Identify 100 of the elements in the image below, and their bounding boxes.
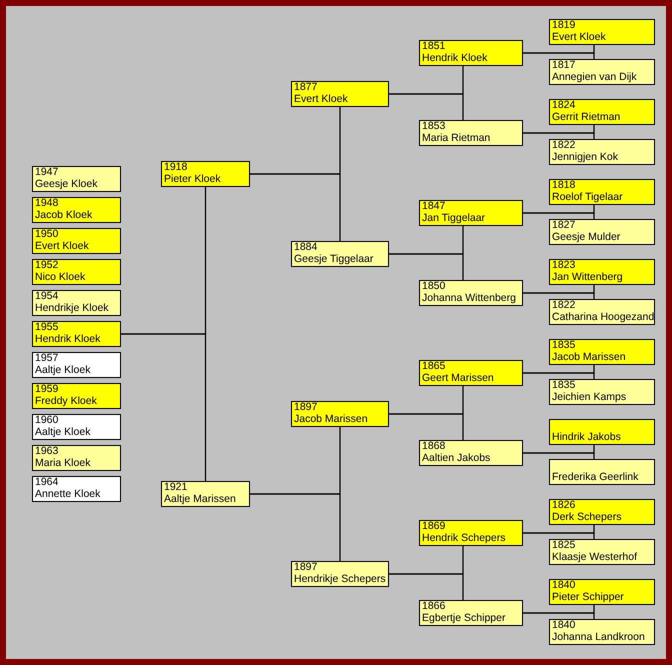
person-box xyxy=(549,139,655,165)
person-name: Geesje Mulder xyxy=(552,232,622,243)
person-box xyxy=(32,383,121,409)
person-name: Jacob Marissen xyxy=(294,414,369,425)
birth-year: 1840 xyxy=(552,580,576,592)
birth-year: 1853 xyxy=(422,121,446,132)
person-box xyxy=(32,321,121,347)
person-name: Roelof Tigelaar xyxy=(552,192,624,203)
birth-year: 1957 xyxy=(35,353,60,364)
person-box xyxy=(549,579,655,605)
birth-year: 1964 xyxy=(35,477,60,488)
person-name: Catharina Hoogezand xyxy=(552,312,652,323)
birth-year: 1952 xyxy=(35,260,60,272)
person-box xyxy=(549,59,655,85)
person-name: Hendrik Kloek xyxy=(422,52,488,64)
birth-year: 1865 xyxy=(422,361,446,372)
person-box xyxy=(32,445,121,471)
birth-year: 1818 xyxy=(552,180,576,192)
person-name: Hendrik Kloek xyxy=(35,334,102,345)
person-name: Jacob Kloek xyxy=(35,210,94,221)
person-name: Hendrikje Schepers xyxy=(294,574,386,585)
person-name: Annette Kloek xyxy=(35,488,102,500)
person-name: Derk Schepers xyxy=(552,512,622,523)
family-line xyxy=(389,413,464,440)
person-box xyxy=(291,241,389,267)
family-line xyxy=(389,93,464,120)
person-name: Jan Wittenberg xyxy=(552,272,624,283)
person-box xyxy=(32,228,121,254)
family-line xyxy=(523,132,595,139)
person-box xyxy=(549,299,655,325)
birth-year: 1877 xyxy=(294,82,318,94)
birth-year: 1827 xyxy=(552,220,576,232)
person-box xyxy=(419,600,523,626)
person-name: Evert Kloek xyxy=(552,32,607,43)
person-box xyxy=(32,259,121,285)
birth-year: 1897 xyxy=(294,562,318,574)
person-name: Johanna Wittenberg xyxy=(422,292,517,304)
person-name: Pieter Schipper xyxy=(552,592,625,603)
family-line xyxy=(523,212,595,219)
birth-year: 1847 xyxy=(422,201,446,212)
family-line xyxy=(523,292,595,299)
family-line xyxy=(523,612,595,619)
person-name: Evert Kloek xyxy=(35,240,90,252)
person-name: Maria Kloek xyxy=(35,458,92,469)
person-box xyxy=(161,481,250,507)
person-name: Aaltje Kloek xyxy=(35,364,92,376)
person-name: Geesje Tiggelaar xyxy=(294,254,374,265)
birth-year: 1840 xyxy=(552,620,576,632)
person-name: Jan Tiggelaar xyxy=(422,212,486,224)
person-box xyxy=(549,499,655,525)
person-box xyxy=(549,179,655,205)
birth-year: 1948 xyxy=(35,198,60,210)
family-line xyxy=(523,372,595,379)
person-box xyxy=(32,414,121,440)
person-box xyxy=(549,259,655,285)
family-line xyxy=(250,173,341,241)
birth-year: 1921 xyxy=(164,482,188,494)
person-name: Hindrik Jakobs xyxy=(552,432,622,443)
family-line xyxy=(523,452,595,459)
birth-year: 1954 xyxy=(35,291,60,302)
person-name: Jeichien Kamps xyxy=(552,392,628,403)
person-box xyxy=(419,200,523,226)
birth-year: 1851 xyxy=(422,41,446,52)
birth-year: 1950 xyxy=(35,229,60,240)
person-box xyxy=(549,99,655,125)
person-box xyxy=(161,161,250,187)
person-name: Hendrik Schepers xyxy=(422,532,506,544)
birth-year: 1817 xyxy=(552,60,576,72)
person-box xyxy=(32,290,121,316)
person-name: Geert Marissen xyxy=(422,372,495,384)
person-name: Frederika Geerlink xyxy=(552,472,640,483)
birth-year: 1835 xyxy=(552,340,576,352)
person-name: Egbertje Schipper xyxy=(422,612,506,624)
family-line xyxy=(523,52,595,59)
person-name: Evert Kloek xyxy=(294,94,349,105)
birth-year: 1959 xyxy=(35,384,60,396)
person-box xyxy=(419,280,523,306)
person-name: Klaasje Westerhof xyxy=(552,552,638,563)
birth-year: 1960 xyxy=(35,415,60,426)
family-line xyxy=(389,253,464,280)
person-name: Annegien van Dijk xyxy=(552,72,638,83)
family-line xyxy=(523,532,595,539)
person-box xyxy=(291,81,389,107)
person-box xyxy=(549,539,655,565)
person-name: Aaltien Jakobs xyxy=(422,452,492,464)
person-name: Aaltje Kloek xyxy=(35,426,92,438)
person-box xyxy=(32,197,121,223)
birth-year: 1826 xyxy=(552,500,576,512)
person-box xyxy=(549,459,655,485)
person-box xyxy=(419,360,523,386)
birth-year: 1918 xyxy=(164,162,188,174)
person-name: Freddy Kloek xyxy=(35,396,98,407)
birth-year: 1897 xyxy=(294,402,318,414)
person-name: Pieter Kloek xyxy=(164,174,222,185)
birth-year: 1835 xyxy=(552,380,576,392)
birth-year: 1824 xyxy=(552,100,576,112)
person-box xyxy=(419,440,523,466)
person-box xyxy=(419,120,523,146)
person-name: Geesje Kloek xyxy=(35,178,98,190)
birth-year: 1963 xyxy=(35,446,60,458)
